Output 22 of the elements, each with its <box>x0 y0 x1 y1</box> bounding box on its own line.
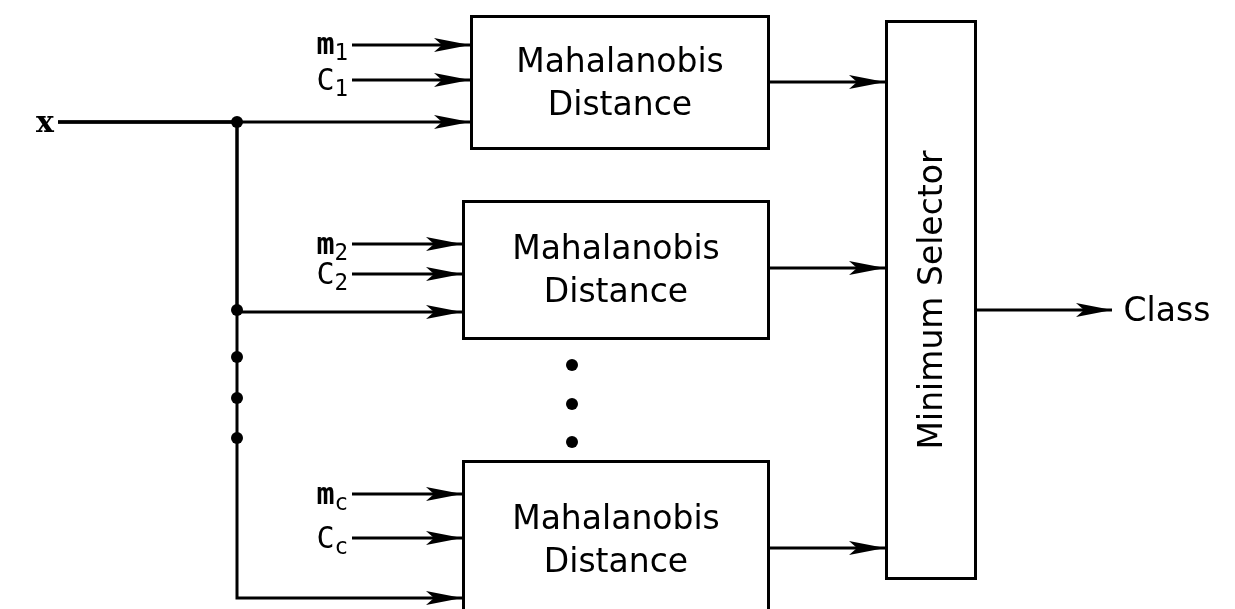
arrow <box>770 75 885 89</box>
process-box: Mahalanobis Distance <box>470 15 770 150</box>
arrow <box>352 237 462 251</box>
input-label: m$_{2}$ <box>292 226 352 262</box>
arrow <box>352 487 462 501</box>
arrow <box>770 541 885 555</box>
arrow <box>352 38 470 52</box>
arrow <box>770 261 885 275</box>
process-box: Mahalanobis Distance <box>462 460 770 609</box>
input-label: m$_{1}$ <box>292 26 352 62</box>
arrow <box>352 267 462 281</box>
arrow <box>352 73 470 87</box>
selector-box: Minimum Selector <box>885 20 977 580</box>
output-label: Class <box>1112 288 1222 332</box>
arrow <box>352 531 462 545</box>
input-label: m$_{c}$ <box>292 476 352 512</box>
arrow <box>977 303 1112 317</box>
input-label: C$_{c}$ <box>292 520 352 556</box>
input-label: C$_{1}$ <box>292 62 352 98</box>
input-label: x <box>15 102 58 142</box>
arrow <box>58 120 462 605</box>
process-box: Mahalanobis Distance <box>462 200 770 340</box>
